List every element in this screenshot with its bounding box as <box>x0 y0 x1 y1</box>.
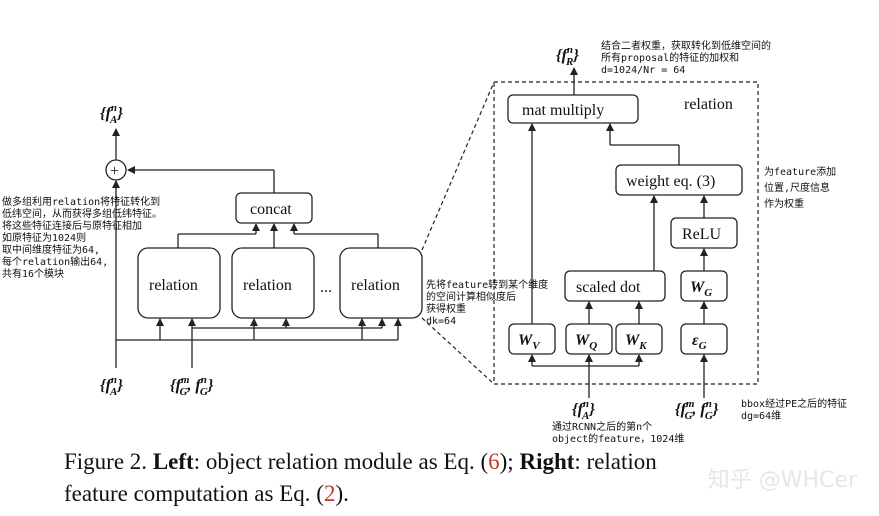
note-line: 将这些特征连接后与原特征相加 <box>2 219 142 232</box>
relation-detail-frame <box>493 81 759 385</box>
plus-symbol: + <box>110 163 119 180</box>
caption-prefix: Figure 2. <box>64 449 153 474</box>
caption-mid-text: ); <box>499 449 520 474</box>
caption-left-text: : object relation module as Eq. ( <box>193 449 489 474</box>
note-right: 为feature添加 位置,尺度信息 作为权重 <box>764 165 836 210</box>
caption-right-text: : relation <box>574 449 657 474</box>
figure-caption: Figure 2. Left: object relation module a… <box>64 446 824 510</box>
caption-end: ). <box>335 481 349 506</box>
note-line: dk=64 <box>426 316 456 327</box>
note-line: 如原特征为1024则 <box>2 231 86 244</box>
note-line: bbox经过PE之后的特征 <box>741 397 847 410</box>
note-line: 低纬空间，从而获得多组低纬特征。 <box>2 207 162 220</box>
note-bottom-fg: bbox经过PE之后的特征 dg=64维 <box>741 397 847 422</box>
relation-label-n: relation <box>351 277 400 294</box>
note-line: 先将feature转到某个维度 <box>426 278 548 291</box>
note-line: 作为权重 <box>764 197 804 210</box>
relation-label-1: relation <box>149 277 198 294</box>
relation-label-2: relation <box>243 277 292 294</box>
weight-eq-label: weight eq. (3) <box>626 173 715 190</box>
relation-box-2 <box>231 247 315 319</box>
note-line: 位置,尺度信息 <box>764 181 830 194</box>
note-line: 的空间计算相似度后 <box>426 290 516 303</box>
scaled-dot-label: scaled dot <box>576 279 641 296</box>
note-line: 所有proposal的特征的加权和 <box>601 51 739 64</box>
note-top: 结合二者权重，获取转化到低维空间的 所有proposal的特征的加权和 d=10… <box>601 39 771 76</box>
concat-label: concat <box>250 201 292 218</box>
note-line: 结合二者权重，获取转化到低维空间的 <box>601 39 771 52</box>
relation-ellipsis: ... <box>320 279 332 296</box>
right-title: relation <box>684 96 733 113</box>
caption-ref-eq2[interactable]: 2 <box>323 481 336 506</box>
note-line: 获得权重 <box>426 302 466 315</box>
relu-label: ReLU <box>682 226 722 243</box>
scaled-dot-box <box>564 270 666 302</box>
note-line: 做多组利用relation将特征转化到 <box>2 195 160 208</box>
mat-multiply-box <box>507 94 639 124</box>
note-line: 共有16个模块 <box>2 267 64 280</box>
note-line: d=1024/Nr = 64 <box>601 65 685 76</box>
mat-multiply-label: mat multiply <box>522 102 604 119</box>
note-middle: 先将feature转到某个维度 的空间计算相似度后 获得权重 dk=64 <box>426 278 548 327</box>
note-line: object的feature，1024维 <box>552 432 684 445</box>
caption-left-bold: Left <box>152 449 194 474</box>
note-line: 取中间维度特征为64, <box>2 243 100 256</box>
relation-box-1 <box>137 247 221 319</box>
note-line: 每个relation输出64, <box>2 255 108 268</box>
caption-ref-eq6[interactable]: 6 <box>488 449 500 474</box>
note-line: dg=64维 <box>741 409 781 422</box>
caption-line2: feature computation as Eq. ( <box>64 481 324 506</box>
note-bottom-fa: 通过RCNN之后的第n个 object的feature，1024维 <box>552 420 684 445</box>
note-line: 通过RCNN之后的第n个 <box>552 420 652 433</box>
watermark: 知乎 @WHCer <box>707 468 857 493</box>
caption-right-bold: Right <box>519 449 575 474</box>
note-left: 做多组利用relation将特征转化到 低纬空间，从而获得多组低纬特征。 将这些… <box>2 195 162 280</box>
note-line: 为feature添加 <box>764 165 836 178</box>
